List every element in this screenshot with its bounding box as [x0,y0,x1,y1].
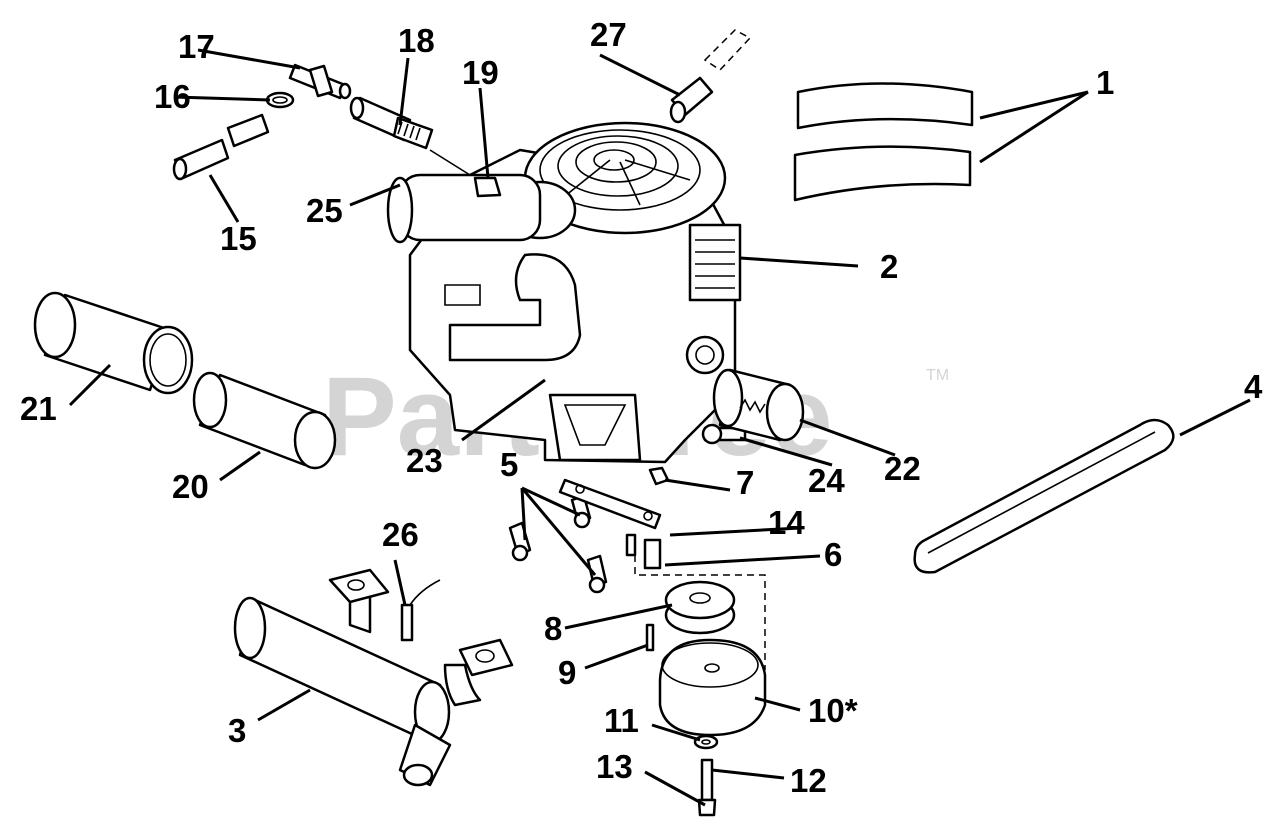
callout-23: 23 [406,442,443,479]
part-8-pulley [664,580,736,635]
callout-11: 11 [604,702,639,739]
callout-24: 24 [808,462,845,499]
callout-14: 14 [768,504,805,541]
part-4-belt [913,418,1175,574]
part-9-key [645,623,655,652]
callout-15: 15 [220,220,257,257]
part-11-washer [693,734,719,750]
part-17-fitting [288,63,352,100]
callout-1: 1 [1096,64,1114,101]
callout-6: 6 [824,536,842,573]
part-19-connector [429,149,502,198]
callout-5: 5 [500,446,518,483]
part-6-bolt [625,533,662,570]
part-5-bolts [508,494,608,594]
callout-12: 12 [790,762,827,799]
callout-labels: 1 2 3 4 5 6 7 8 9 10* 11 12 13 14 15 16 … [20,16,1263,799]
callout-13: 13 [596,748,633,785]
callout-9: 9 [558,654,576,691]
callout-3: 3 [228,712,246,749]
part-16-clamp [265,91,295,109]
part-20-air-filter [192,371,337,470]
callout-16: 16 [154,78,191,115]
callout-25: 25 [306,192,343,229]
part-26-sensor [400,579,441,642]
leader-lines [68,48,1251,807]
callout-22: 22 [884,450,921,487]
part-27-sensor [669,29,752,124]
callout-2: 2 [880,248,898,285]
part-15-fuel-line [172,113,270,181]
alignment-line [634,555,766,670]
callout-8: 8 [544,610,562,647]
callout-7: 7 [736,464,754,501]
part-18-hose [349,96,434,150]
callout-27: 27 [590,16,627,53]
callout-20: 20 [172,468,209,505]
callout-21: 21 [20,390,57,427]
part-10-clutch [658,638,767,737]
callout-18: 18 [398,22,435,59]
part-13-bolt [697,758,717,817]
callout-26: 26 [382,516,419,553]
watermark-trademark: TM [926,367,949,384]
callout-17: 17 [178,28,215,65]
part-22-oil-filter [712,368,805,442]
callout-4: 4 [1244,368,1263,405]
part-21-air-filter [33,291,194,395]
callout-10: 10* [808,692,858,729]
engine-assembly [386,121,747,464]
part-3-muffler [233,568,514,787]
part-1-spacer-blocks [793,82,974,202]
part-14-bracket [558,478,662,530]
callout-19: 19 [462,54,499,91]
